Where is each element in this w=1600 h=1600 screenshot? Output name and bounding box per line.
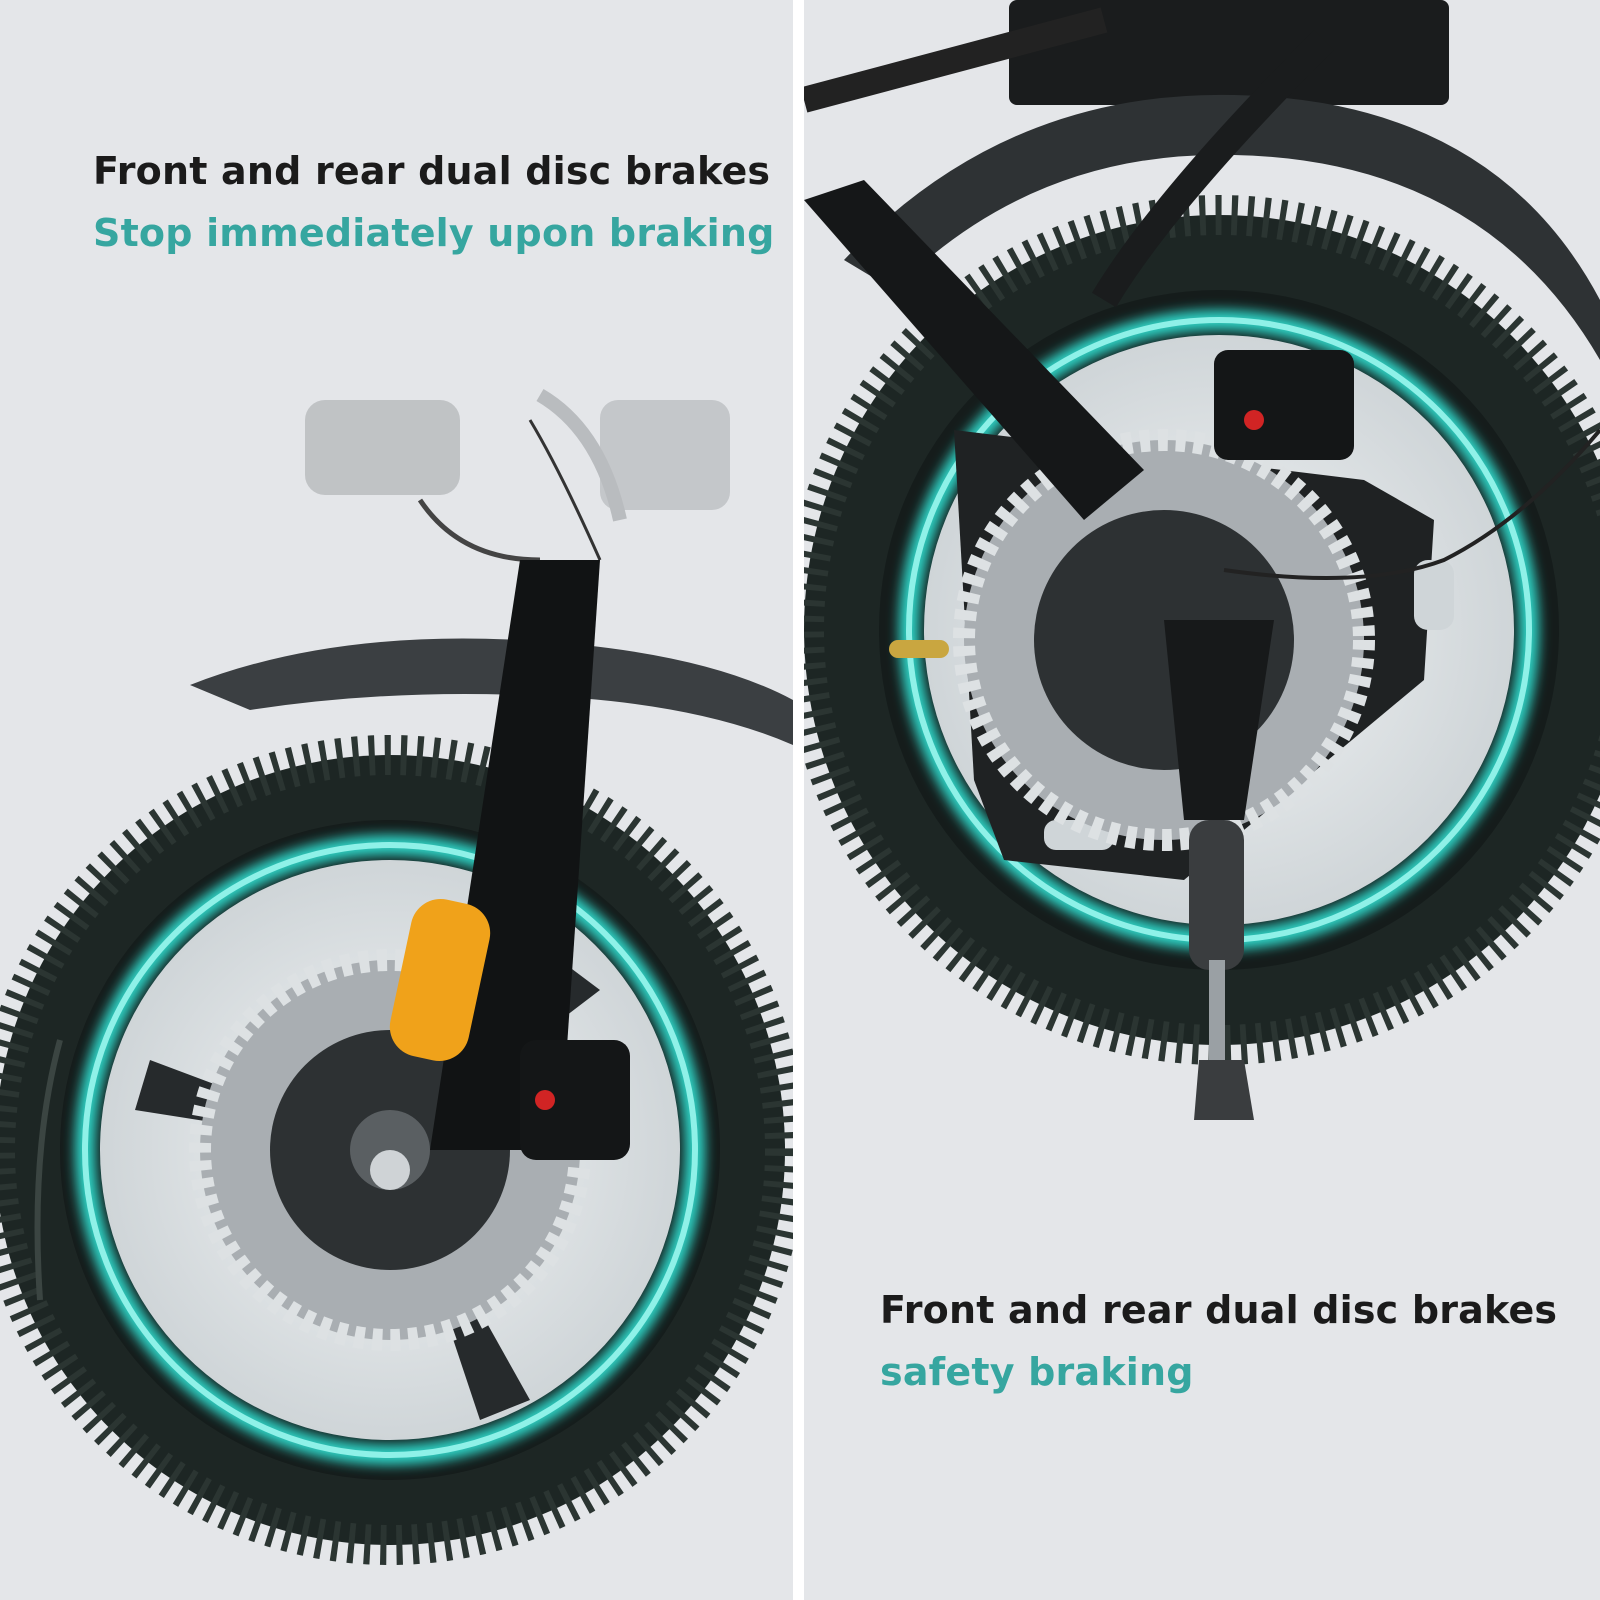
front-caption-heading: Front and rear dual disc brakes <box>93 149 771 193</box>
rear-caption-heading: Front and rear dual disc brakes <box>880 1288 1558 1332</box>
front-wheel-illustration <box>0 388 793 1565</box>
rear-caption-subheading: safety braking <box>880 1350 1194 1394</box>
front-caption-subheading: Stop immediately upon braking <box>93 211 775 255</box>
rear-wheel-panel: Front and rear dual disc brakes safety b… <box>804 0 1600 1600</box>
rear-caption: Front and rear dual disc brakes safety b… <box>880 1287 1557 1395</box>
rear-wheel-illustration <box>804 0 1600 1120</box>
front-wheel-panel: Front and rear dual disc brakes Stop imm… <box>0 0 793 1600</box>
front-caption: Front and rear dual disc brakes Stop imm… <box>93 148 774 256</box>
